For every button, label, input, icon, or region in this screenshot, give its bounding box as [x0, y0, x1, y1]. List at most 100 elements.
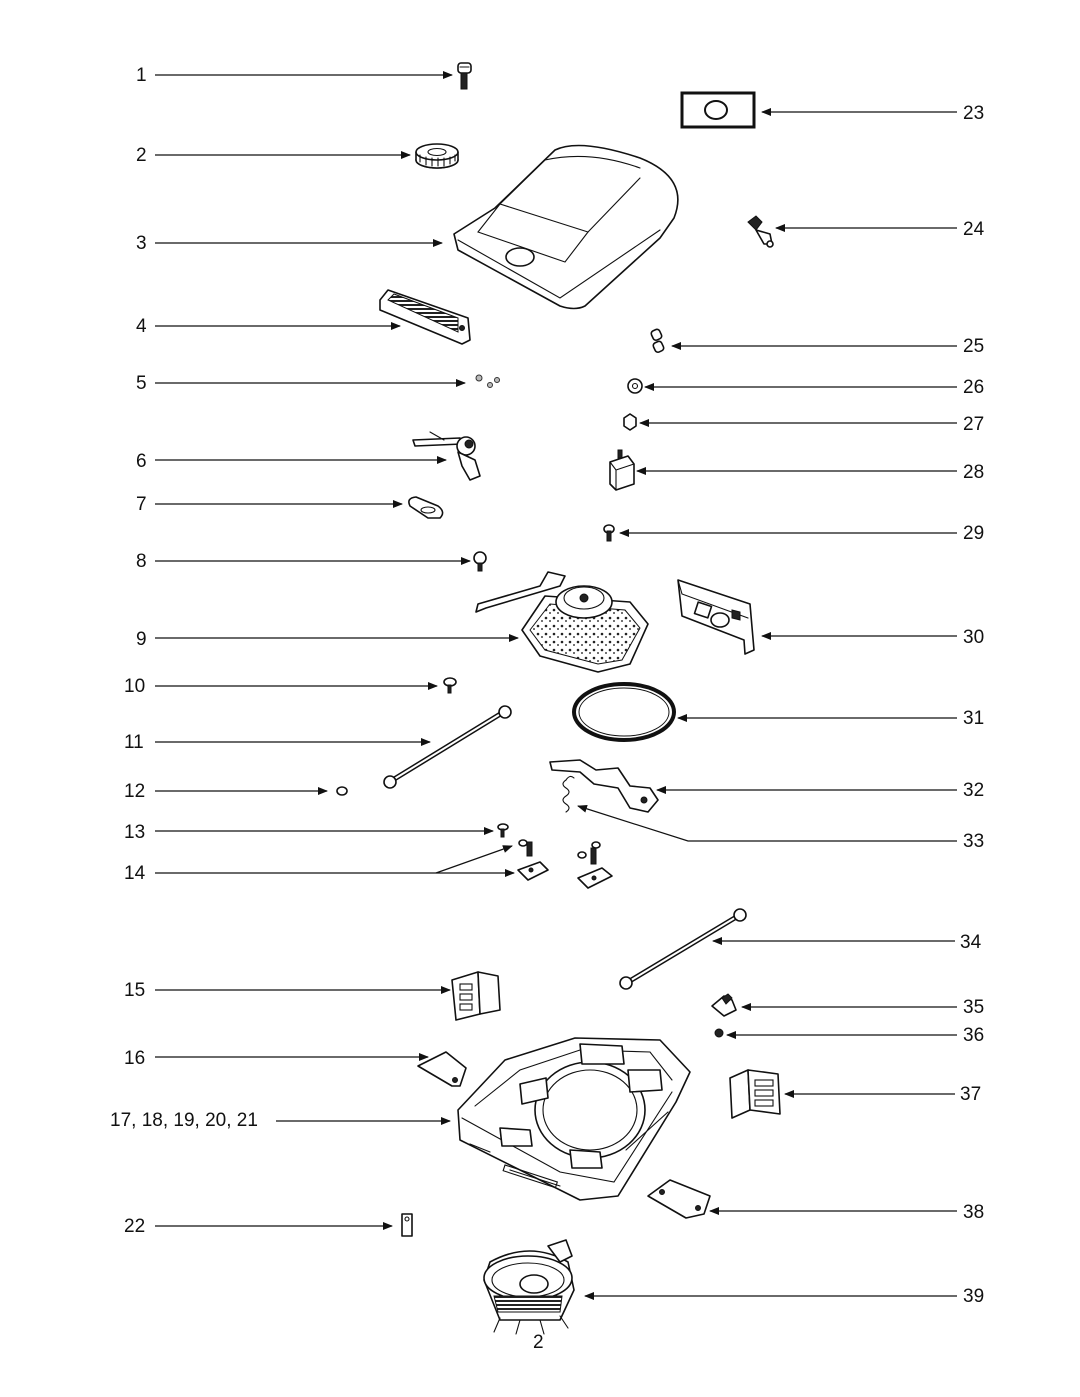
part-38-plate — [647, 1179, 711, 1219]
label-12: 12 — [124, 781, 145, 802]
callout-26: 26 — [644, 377, 984, 398]
callout-2: 2 — [136, 145, 411, 166]
label-39: 39 — [963, 1286, 984, 1307]
callout-5: 5 — [136, 373, 466, 394]
label-4: 4 — [136, 316, 147, 337]
label-2: 2 — [136, 145, 147, 166]
callout-1: 1 — [136, 65, 453, 86]
callout-35: 35 — [741, 997, 984, 1018]
callout-7: 7 — [136, 494, 403, 515]
label-28: 28 — [963, 462, 984, 483]
part-26-washer — [627, 378, 643, 394]
callout-14: 14 — [124, 845, 515, 884]
callout-29: 29 — [619, 523, 984, 544]
label-26: 26 — [963, 377, 984, 398]
label-35: 35 — [963, 997, 984, 1018]
callout-30: 30 — [761, 627, 984, 648]
part-12-nut — [336, 786, 348, 796]
callout-25: 25 — [671, 336, 984, 357]
label-34: 34 — [960, 932, 982, 953]
callout-32: 32 — [656, 780, 984, 801]
part-37-filter-cartridge — [729, 1069, 781, 1119]
part-7-clip — [408, 496, 444, 519]
label-23: 23 — [963, 103, 984, 124]
callout-33: 33 — [577, 804, 984, 852]
label-27: 27 — [963, 414, 984, 435]
part-5-clips — [475, 374, 500, 388]
part-35-clip — [711, 993, 737, 1017]
part-13-screw — [497, 823, 509, 838]
callout-39: 39 — [584, 1286, 984, 1307]
part-16-plate — [417, 1051, 467, 1087]
label-14: 14 — [124, 863, 146, 884]
label-31: 31 — [963, 708, 984, 729]
label-15: 15 — [124, 980, 145, 1001]
label-17-21: 17, 18, 19, 20, 21 — [110, 1110, 258, 1131]
label-33: 33 — [963, 831, 984, 852]
label-8: 8 — [136, 551, 147, 572]
label-30: 30 — [963, 627, 984, 648]
part-15-filter-cartridge — [451, 971, 501, 1021]
part-34-link — [619, 908, 747, 990]
part-22-tab — [401, 1213, 413, 1237]
callout-24: 24 — [775, 219, 985, 240]
part-32-bracket — [549, 759, 659, 813]
callout-31: 31 — [677, 708, 984, 729]
label-22: 22 — [124, 1216, 145, 1237]
part-1-screw — [457, 62, 472, 90]
part-28-switch-block — [609, 449, 635, 491]
label-24: 24 — [963, 219, 985, 240]
label-11: 11 — [124, 732, 144, 753]
part-29-screw — [603, 524, 615, 542]
callout-13: 13 — [124, 822, 494, 843]
label-25: 25 — [963, 336, 984, 357]
label-37: 37 — [960, 1084, 981, 1105]
callout-15: 15 — [124, 980, 451, 1001]
callout-16: 16 — [124, 1048, 429, 1069]
callout-38: 38 — [709, 1202, 984, 1223]
callout-36: 36 — [726, 1025, 984, 1046]
part-2-knob — [415, 143, 459, 169]
callout-34: 34 — [712, 932, 982, 953]
callout-17-21: 17, 18, 19, 20, 21 — [110, 1110, 451, 1131]
label-6: 6 — [136, 451, 147, 472]
part-4-grille — [379, 289, 471, 345]
callout-28: 28 — [636, 462, 984, 483]
callout-23: 23 — [761, 103, 984, 124]
label-5: 5 — [136, 373, 147, 394]
leader-14a — [435, 845, 513, 874]
callout-3: 3 — [136, 233, 443, 254]
callout-4: 4 — [136, 316, 401, 337]
part-33-spring — [562, 775, 575, 813]
label-1: 1 — [136, 65, 147, 86]
page-number: 2 — [533, 1332, 544, 1353]
part-17-21-base-housing — [457, 1037, 691, 1201]
callout-9: 9 — [136, 629, 519, 650]
part-25-caps — [650, 328, 665, 354]
part-31-belt — [572, 682, 676, 742]
part-39-fan-housing — [483, 1239, 575, 1335]
part-10-screw — [443, 677, 457, 694]
part-27-hex-nut — [623, 413, 637, 431]
part-9-motor-assembly — [475, 571, 649, 673]
part-3-top-cover — [453, 144, 679, 310]
leader-33 — [577, 804, 957, 842]
callout-12: 12 — [124, 781, 328, 802]
part-30-bracket-plate — [677, 579, 755, 655]
callout-11: 11 — [124, 732, 431, 753]
label-16: 16 — [124, 1048, 145, 1069]
part-23-frame — [680, 91, 756, 129]
callout-22: 22 — [124, 1216, 393, 1237]
label-9: 9 — [136, 629, 147, 650]
part-36-nut — [714, 1028, 724, 1038]
part-8-screw — [473, 551, 487, 572]
label-29: 29 — [963, 523, 984, 544]
callout-37: 37 — [784, 1084, 981, 1105]
callout-10: 10 — [124, 676, 438, 697]
label-36: 36 — [963, 1025, 984, 1046]
part-6-switch-lever — [412, 431, 481, 481]
part-11-link — [383, 705, 512, 789]
callout-6: 6 — [136, 451, 447, 472]
label-10: 10 — [124, 676, 145, 697]
